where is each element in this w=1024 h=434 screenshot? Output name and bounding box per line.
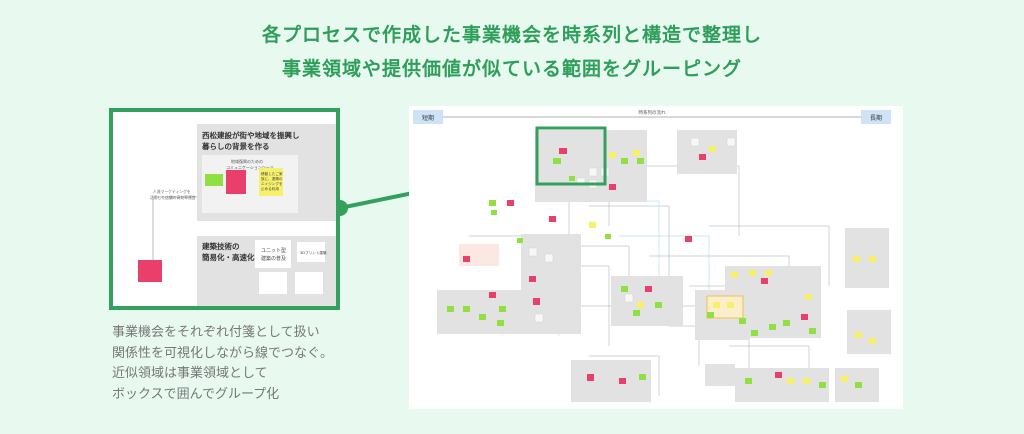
- left-note-l2: 活用した店舗の高効率運営: [150, 195, 196, 200]
- heading-line-2: 事業領域や提供価値が似ている範囲をグルーピング: [281, 58, 742, 80]
- heading-line-1: 各プロセスで作成した事業機会を時系列と構造で整理し: [261, 24, 762, 46]
- group-pink-tint: [459, 244, 499, 266]
- sticky-yellow-text-l2: 族に、遠隔の: [261, 176, 283, 181]
- sticky-pink-left: [138, 260, 162, 282]
- sticky-yellow-1: [259, 168, 283, 196]
- card-3d: [297, 242, 325, 262]
- card-unit-l1: ユニット型: [261, 247, 286, 254]
- caption-line-2: 関係性を可視化しながら線でつなぐ。: [112, 345, 334, 361]
- sticky-yellow-text-l1: 移動したご家: [261, 171, 283, 176]
- axis-long-label: 長期: [870, 114, 882, 122]
- card-blank-2: [295, 272, 323, 294]
- caption: 事業機会をそれぞれ付箋として扱い 関係性を可視化しながら線でつなぐ。 近似領域は…: [112, 323, 333, 405]
- card-unit-l2: 建築の普及: [261, 255, 286, 262]
- stickies-yellow: [589, 146, 876, 384]
- board-groups: [437, 130, 891, 402]
- subgroup-title-l2: コミュニケーションツール: [226, 164, 274, 170]
- axis-short-label: 短期: [422, 114, 434, 122]
- card-blank-1: [259, 272, 287, 294]
- axis-short-box: [413, 110, 443, 124]
- board-canvas: 短期 長期 時系列の流れ: [413, 109, 891, 402]
- card-unit: [255, 240, 291, 268]
- focus-frame: [535, 126, 607, 186]
- caption-line-4: ボックスで囲んでグループ化: [112, 386, 280, 402]
- sticky-yellow-text-l3: エイジングを: [261, 181, 283, 186]
- group-highlight: [706, 295, 744, 319]
- group-1-title-l1: 西松建設が街や地域を振興し: [202, 130, 300, 140]
- stickies-pink: [463, 148, 808, 384]
- caption-line-1: 事業機会をそれぞれ付箋として扱い: [112, 325, 320, 340]
- group-2-title-l1: 建築技術の: [201, 241, 240, 251]
- subgroup-title-l1: 地域復興のための: [231, 158, 263, 164]
- left-note-l1: 人流マーケティングを: [153, 189, 191, 194]
- card-3d-label: 3Dプリント建築: [300, 250, 327, 255]
- sticky-pink-1: [226, 170, 246, 194]
- overview-board: 短期 長期 時系列の流れ: [409, 106, 903, 409]
- caption-line-3: 近似領域は事業領域として: [112, 366, 268, 381]
- axis-long-box: [861, 110, 891, 124]
- group-2-title-l2: 簡易化・高速化: [202, 252, 255, 262]
- group-1-title-l2: 暮らしの背景を作る: [201, 141, 270, 151]
- zoom-canvas: 西松建設が街や地域を振興し 暮らしの背景を作る 地域復興のための コミュニケーシ…: [138, 124, 336, 306]
- sticky-green-1: [205, 174, 223, 186]
- zoom-panel: 西松建設が街や地域を振興し 暮らしの背景を作る 地域復興のための コミュニケーシ…: [109, 108, 340, 310]
- stickies-green: [447, 158, 862, 388]
- sticky-yellow-text-l4: 止める利用: [261, 186, 279, 191]
- axis-center-label: 時系列の流れ: [639, 109, 666, 116]
